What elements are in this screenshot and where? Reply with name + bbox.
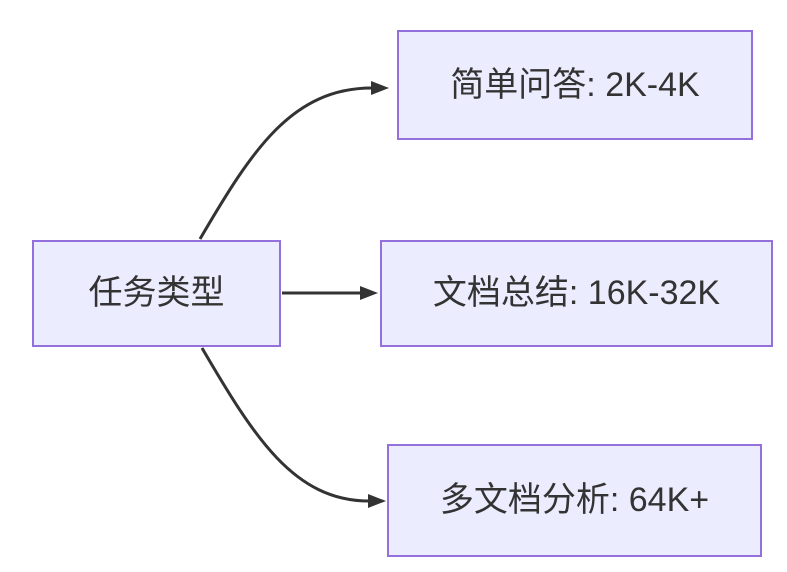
edge-task-type-to-simple-qa: [198, 81, 389, 240]
node-simple-qa-label: 简单问答: 2K-4K: [450, 65, 700, 104]
node-multi-doc-analysis: 多文档分析: 64K+: [387, 444, 762, 557]
node-task-type: 任务类型: [32, 240, 281, 347]
node-simple-qa: 简单问答: 2K-4K: [397, 30, 753, 140]
node-multi-doc-analysis-label: 多文档分析: 64K+: [439, 481, 710, 520]
node-doc-summary-label: 文档总结: 16K-32K: [432, 274, 721, 313]
edge-task-type-to-multi-doc-analysis: [200, 347, 386, 508]
node-doc-summary: 文档总结: 16K-32K: [380, 240, 773, 347]
node-task-type-label: 任务类型: [88, 274, 225, 313]
